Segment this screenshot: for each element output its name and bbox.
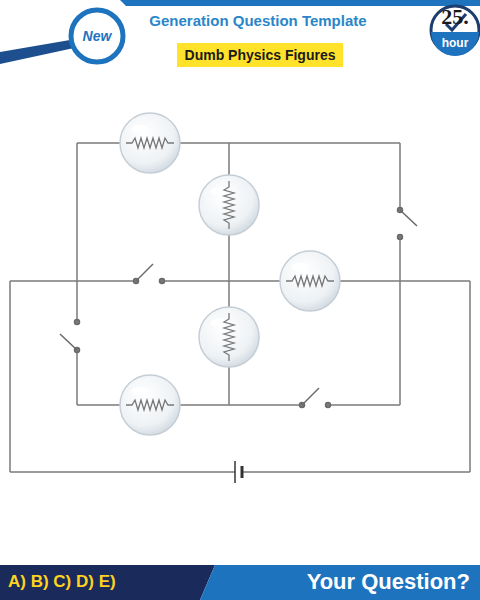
wires: [10, 143, 470, 472]
header-stripe: [120, 0, 480, 6]
switches: [60, 208, 417, 408]
new-badge: New: [75, 14, 120, 58]
lamp-resistor: [120, 375, 180, 435]
lamp-resistor: [120, 113, 180, 173]
node-text: Dumb Physics Figures: [185, 47, 336, 63]
lamps: [120, 113, 340, 435]
node-text: New: [83, 28, 112, 44]
magnifier-handle: [0, 40, 74, 64]
hour-number: 25.: [441, 4, 469, 30]
question-prompt: Your Question?: [307, 569, 470, 595]
answer-options: A) B) C) D) E): [8, 572, 116, 592]
subtitle-box: Dumb Physics Figures: [177, 43, 344, 67]
lamp-resistor: [280, 251, 340, 311]
lamp-resistor: [199, 307, 259, 367]
hour-unit: hour: [442, 36, 469, 50]
template-title: Generation Question Template: [149, 12, 366, 29]
footer-left-band: [0, 565, 215, 600]
clock-base: [431, 32, 479, 56]
magnifier-ring: [71, 10, 123, 62]
footer-right-band: [200, 565, 480, 600]
battery-symbol: [235, 461, 242, 483]
lamp-resistor: [199, 175, 259, 235]
